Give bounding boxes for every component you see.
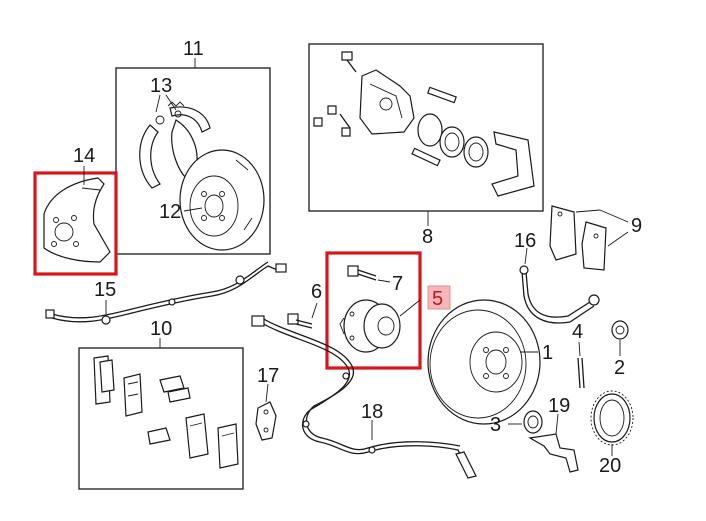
group-box-11 (115, 67, 271, 255)
callout-14: 14 (73, 145, 95, 167)
part-8-caliper (313, 51, 535, 197)
highlight-frame-5 (325, 251, 422, 370)
leader-13a (155, 94, 161, 113)
part-20-tone-ring (590, 390, 634, 446)
callout-4: 4 (572, 321, 583, 343)
callout-10: 10 (150, 318, 172, 340)
leader-4 (578, 341, 581, 357)
group-box-8 (308, 43, 544, 212)
highlight-frame-14 (33, 171, 118, 276)
callout-8: 8 (422, 226, 433, 248)
leader-16 (524, 247, 528, 265)
leader-12 (183, 207, 203, 212)
part-5-hub-bearing (339, 299, 401, 353)
part-15-abs-harness (45, 261, 287, 325)
callout-5: 5 (432, 288, 443, 310)
leader-9a (599, 209, 629, 223)
callout-12: 12 (159, 201, 181, 223)
callout-6: 6 (311, 281, 322, 303)
part-17-sensor-bracket (255, 401, 277, 441)
leader-17 (265, 383, 269, 403)
callout-16: 16 (514, 230, 536, 252)
leader-7 (377, 279, 391, 283)
leader-19 (555, 413, 559, 435)
part-3-dust-cap (523, 410, 543, 434)
part-16-brake-hose (519, 265, 600, 324)
leader-9c (575, 209, 601, 213)
part-2-nut (611, 320, 629, 340)
part-10-hardware-kit (93, 355, 239, 469)
leader-6 (311, 302, 318, 319)
callout-1: 1 (542, 342, 553, 364)
group-box-10 (78, 347, 244, 490)
callout-9: 9 (631, 215, 642, 237)
part-6-bolt (287, 313, 313, 329)
leader-5 (399, 299, 421, 317)
part-12-backing-plate (179, 149, 265, 251)
callout-13: 13 (150, 75, 172, 97)
callout-19: 19 (548, 395, 570, 417)
callout-15: 15 (94, 279, 116, 301)
callout-11: 11 (183, 38, 204, 60)
callout-2: 2 (614, 357, 625, 379)
part-7-hub-bolt (347, 265, 377, 281)
part-18-abs-cable (251, 315, 477, 479)
part-14-splash-guard (43, 177, 111, 263)
leader-9b (607, 231, 629, 247)
part-13-brake-shoes (139, 101, 211, 189)
leader-13b (165, 94, 177, 111)
part-4-pin (577, 357, 585, 389)
callout-7: 7 (392, 273, 403, 295)
highlight-badge-5 (427, 285, 451, 310)
callout-20: 20 (599, 455, 621, 477)
part-1-rotor (427, 299, 541, 425)
part-19-bracket (528, 433, 579, 473)
part-9-pads (549, 205, 607, 271)
callout-18: 18 (361, 401, 383, 423)
callout-17: 17 (257, 365, 279, 387)
callout-3: 3 (490, 414, 501, 436)
